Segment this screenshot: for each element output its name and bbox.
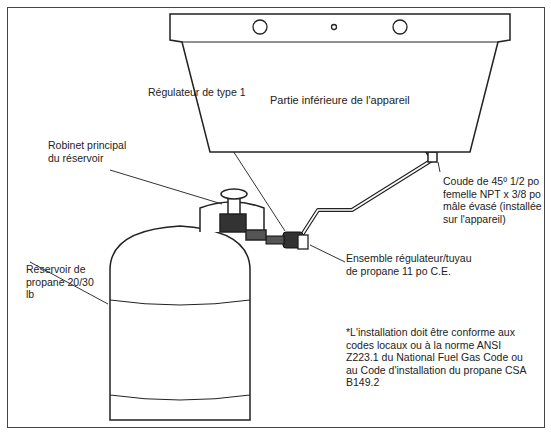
part-label: Réservoir de propane 20/30 lb: [26, 263, 98, 301]
part-label: Ensemble régulateur/tuyau de propane 11 …: [346, 252, 476, 277]
appliance-outline: [168, 12, 512, 154]
regulator: [266, 232, 308, 249]
installation-note: *L'installation doit être conforme aux c…: [346, 326, 536, 389]
propane-tank: [110, 189, 266, 420]
hose-inner: [300, 160, 432, 238]
part-label: Régulateur de type 1: [148, 86, 278, 99]
appliance-underside: Partie inférieure de l'appareil: [168, 12, 512, 154]
part-name: Partie inférieure de l'appareil: [270, 94, 410, 107]
frame: [8, 8, 545, 428]
part-label: Robinet principal du réservoir: [48, 139, 138, 164]
hose: [300, 160, 432, 238]
part-label: Coude de 45º 1/2 po femelle NPT x 3/8 po…: [443, 175, 543, 225]
